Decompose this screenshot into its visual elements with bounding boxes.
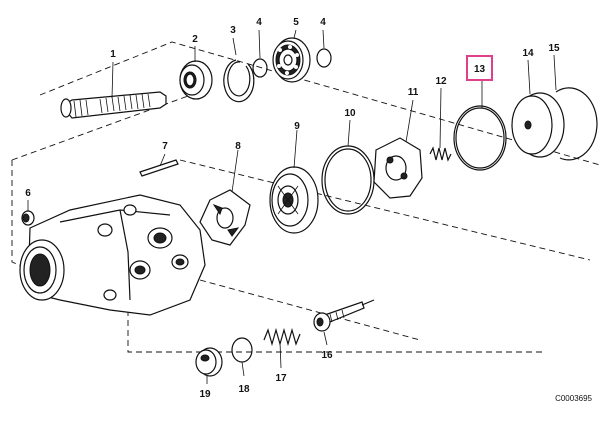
part-14-cover xyxy=(511,92,565,158)
part-18-o-ring xyxy=(231,337,253,363)
callout-13: 13 xyxy=(474,64,486,75)
part-4-ring-left xyxy=(252,58,268,78)
diagram-reference-code: C0003695 xyxy=(555,394,592,403)
part-1-input-shaft xyxy=(60,91,167,119)
callout-8: 8 xyxy=(235,141,241,152)
callout-7: 7 xyxy=(162,141,168,152)
part-3-circlip xyxy=(223,59,255,103)
callout-10: 10 xyxy=(344,108,356,119)
part-4-ring-right xyxy=(316,48,332,68)
part-11-pressure-plate xyxy=(373,137,423,199)
callout-19: 19 xyxy=(199,389,211,400)
part-12-spring xyxy=(429,146,452,162)
part-17-spring xyxy=(263,327,301,347)
part-10-o-ring xyxy=(321,145,375,215)
callout-5: 5 xyxy=(293,17,299,28)
callout-4a: 4 xyxy=(256,17,262,28)
part-16-valve xyxy=(313,299,375,332)
callout-1: 1 xyxy=(110,49,116,60)
part-2-seal xyxy=(179,60,213,100)
callout-15: 15 xyxy=(548,43,560,54)
steering-gear-housing xyxy=(19,194,206,316)
highlight-box xyxy=(466,55,493,81)
callout-2: 2 xyxy=(192,34,198,45)
part-13-o-ring xyxy=(453,105,507,171)
callout-18: 18 xyxy=(238,384,250,395)
callout-4b: 4 xyxy=(320,17,326,28)
part-6-plug xyxy=(21,210,35,226)
callout-12: 12 xyxy=(435,76,447,87)
part-7-pin xyxy=(139,159,179,177)
callout-3: 3 xyxy=(230,25,236,36)
callout-16: 16 xyxy=(321,350,333,361)
callout-labels: 1 2 3 4 5 4 6 7 8 9 10 11 12 13 14 15 16… xyxy=(25,17,560,400)
part-5-bearing xyxy=(272,37,311,83)
callout-17: 17 xyxy=(275,373,287,384)
callout-9: 9 xyxy=(294,121,300,132)
part-8-rotor xyxy=(199,189,251,246)
leader-lines xyxy=(27,29,557,384)
part-9-cam-ring xyxy=(269,166,319,234)
part-15-circlip xyxy=(555,87,598,161)
part-19-plug-screw xyxy=(195,347,223,377)
callout-11: 11 xyxy=(408,87,419,98)
callout-14: 14 xyxy=(522,48,534,59)
callout-6: 6 xyxy=(25,188,31,199)
